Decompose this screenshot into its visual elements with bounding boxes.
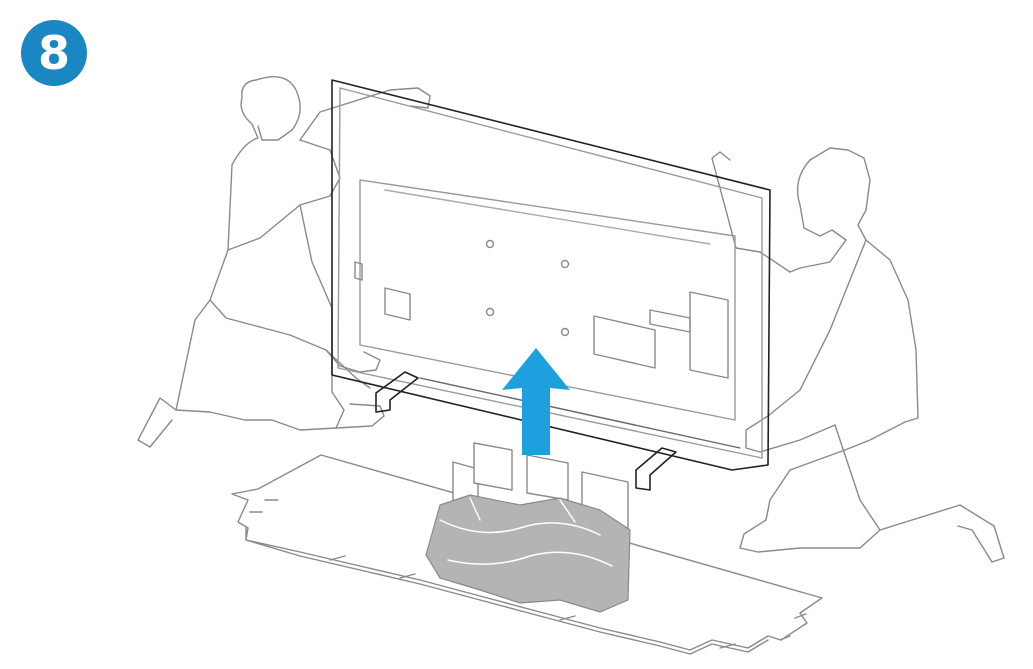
tv-set xyxy=(331,79,771,471)
tv-stand-feet xyxy=(375,371,677,491)
vesa-hole xyxy=(485,239,495,249)
step-number: 8 xyxy=(37,26,70,80)
vesa-hole xyxy=(560,259,570,269)
vesa-hole xyxy=(560,327,570,337)
person-left xyxy=(137,76,431,448)
arrow-up-icon xyxy=(502,348,570,455)
step-badge: 8 xyxy=(21,20,87,86)
vesa-hole xyxy=(485,307,495,317)
person-right xyxy=(711,147,1005,563)
plastic-bag xyxy=(425,494,631,613)
